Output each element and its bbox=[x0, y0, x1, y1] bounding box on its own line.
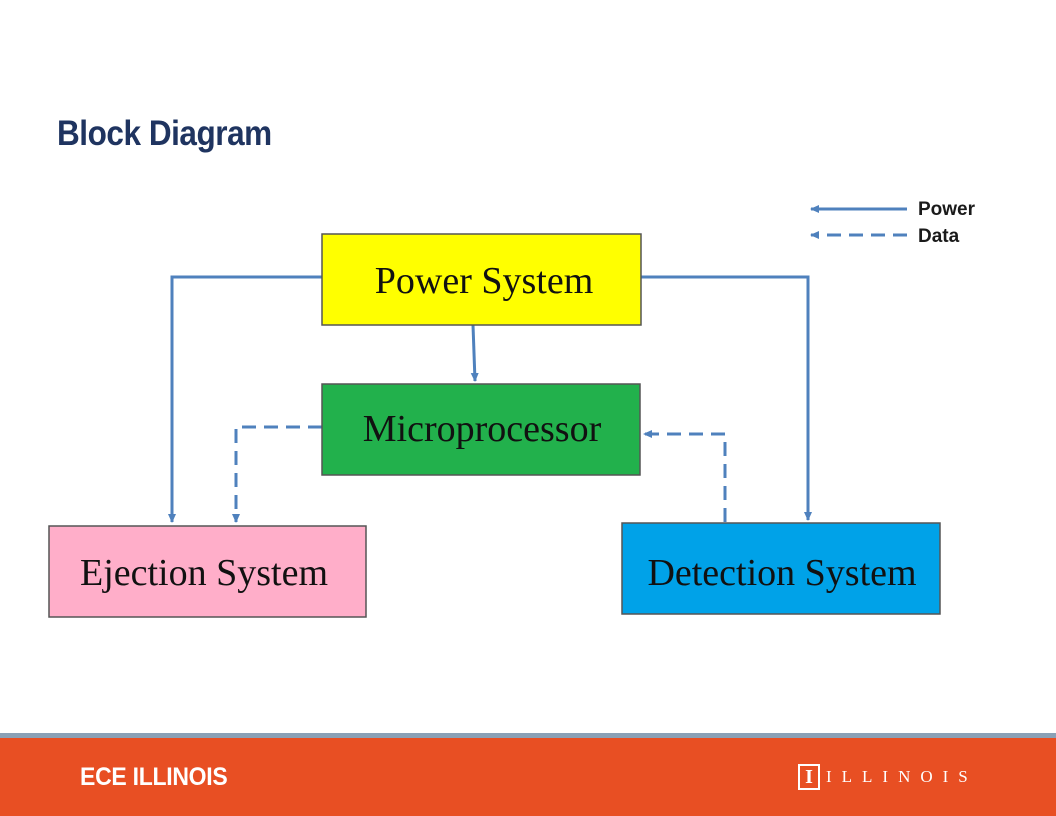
illinois-block-i-icon: I bbox=[798, 764, 820, 790]
legend-power-label: Power bbox=[918, 199, 976, 220]
power-to-ejection-arrow bbox=[168, 275, 322, 523]
legend-data-label: Data bbox=[918, 226, 960, 247]
block-detection-system: Detection System bbox=[621, 522, 941, 615]
illinois-logo: I ILLINOIS bbox=[798, 762, 978, 792]
power-to-detection-arrow bbox=[641, 275, 812, 521]
footer-divider bbox=[0, 733, 1056, 738]
block-ejection-system: Ejection System bbox=[48, 525, 367, 618]
legend: Power Data bbox=[810, 199, 976, 247]
footer-bar: ECE ILLINOIS I ILLINOIS bbox=[0, 738, 1056, 816]
detection-system-label: Detection System bbox=[647, 552, 916, 594]
detection-to-micro-arrow bbox=[643, 430, 727, 522]
block-power-system: Power System bbox=[321, 233, 642, 326]
ejection-system-label: Ejection System bbox=[80, 552, 328, 594]
footer-ece-illinois: ECE ILLINOIS bbox=[80, 763, 228, 791]
microprocessor-label: Microprocessor bbox=[363, 408, 602, 450]
power-system-label: Power System bbox=[375, 260, 594, 302]
block-diagram: Power Data Power System Microprocessor E… bbox=[48, 199, 976, 618]
block-microprocessor: Microprocessor bbox=[321, 383, 641, 476]
power-to-micro-arrow bbox=[470, 324, 479, 382]
slide-title: Block Diagram bbox=[57, 114, 272, 153]
illinois-wordmark: ILLINOIS bbox=[826, 767, 978, 786]
micro-to-ejection-arrow bbox=[232, 425, 322, 523]
